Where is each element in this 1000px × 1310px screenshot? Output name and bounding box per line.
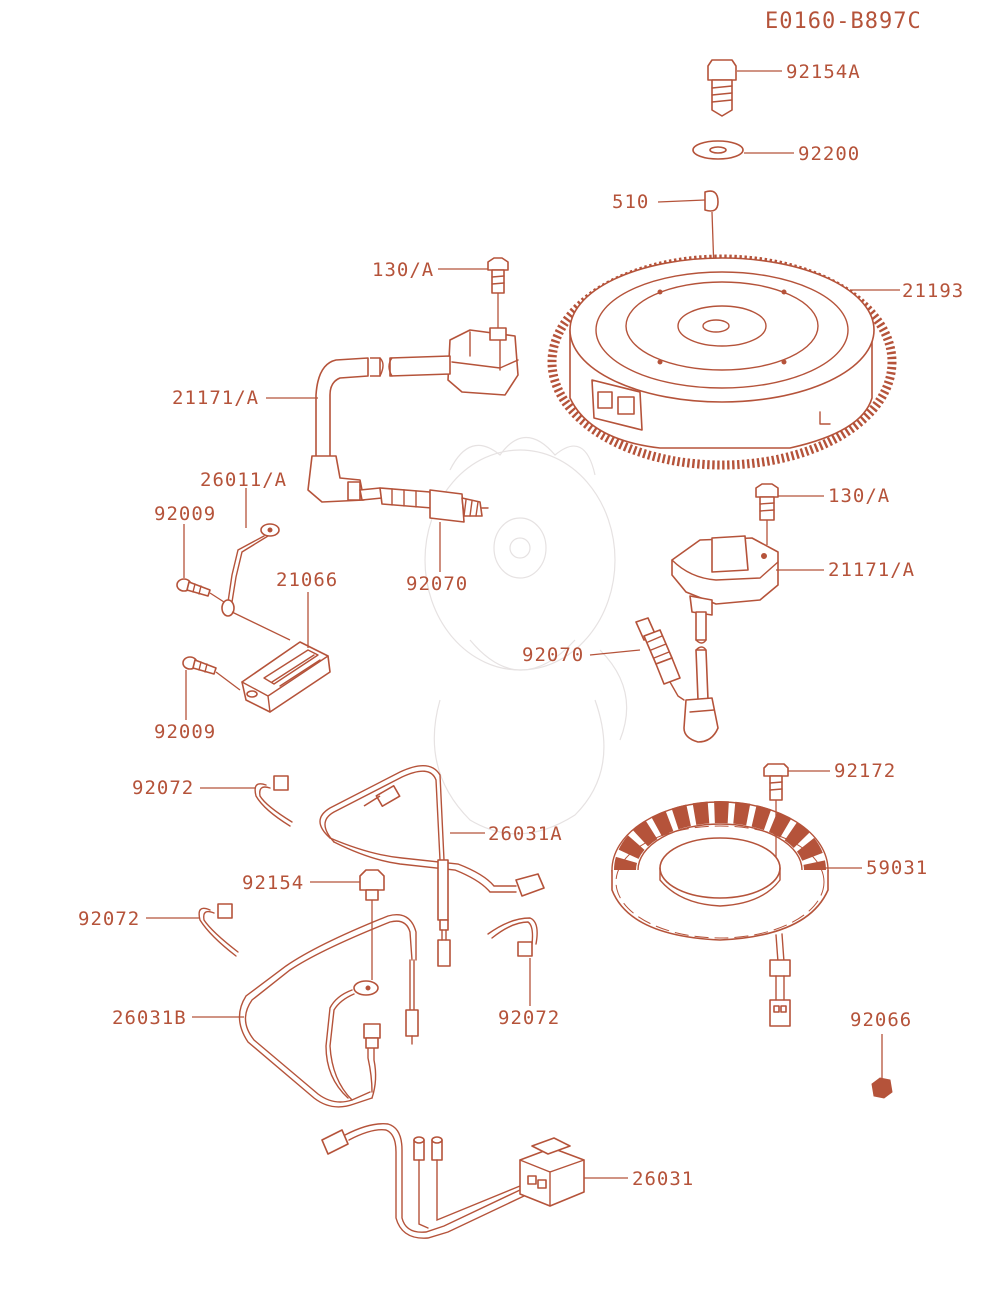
- bolt-92172-part: [763, 763, 789, 801]
- washer-part: [692, 140, 744, 160]
- spark-plug-right-part: [635, 617, 685, 701]
- callout-92070-right: 92070: [522, 644, 584, 666]
- bolt-92154A-part: [707, 59, 737, 117]
- callout-92009-bottom: 92009: [154, 721, 216, 743]
- callout-21193: 21193: [902, 280, 964, 302]
- callout-26031A: 26031A: [488, 823, 563, 845]
- callout-26011A: 26011/A: [200, 469, 287, 491]
- callout-92154A: 92154A: [786, 61, 861, 83]
- callout-92070-left: 92070: [406, 573, 468, 595]
- callout-21171A-right: 21171/A: [828, 559, 915, 581]
- callout-92009-top: 92009: [154, 503, 216, 525]
- spark-plug-left-part: [359, 487, 489, 523]
- callout-510: 510: [612, 191, 649, 213]
- stator-part: [611, 801, 829, 1027]
- bolt-130A-left-part: [487, 257, 509, 294]
- harness-26031A-part: [319, 765, 545, 967]
- callout-130A-right: 130/A: [828, 485, 890, 507]
- callout-92072-1: 92072: [132, 777, 194, 799]
- watermark-mascot: [424, 437, 628, 835]
- clamp-92072-2-part: [198, 903, 239, 957]
- screw-92009-top-part: [176, 578, 211, 597]
- callout-21171A-left: 21171/A: [172, 387, 259, 409]
- callout-59031: 59031: [866, 857, 928, 879]
- callout-92200: 92200: [798, 143, 860, 165]
- harness-26031-part: [321, 1123, 585, 1239]
- callout-130A-left: 130/A: [372, 259, 434, 281]
- key-part: [704, 190, 719, 212]
- callout-26031: 26031: [632, 1168, 694, 1190]
- clamp-92072-3-part: [487, 917, 538, 957]
- callout-92072-3: 92072: [498, 1007, 560, 1029]
- callout-92154: 92154: [242, 872, 304, 894]
- lead-wire-part: [221, 523, 280, 617]
- ignition-coil-left-part: [307, 327, 519, 503]
- bolt-130A-right-part: [755, 483, 779, 521]
- callout-26031B: 26031B: [112, 1007, 187, 1029]
- screw-92009-bottom-part: [182, 656, 217, 675]
- callout-92066: 92066: [850, 1009, 912, 1031]
- callout-92172: 92172: [834, 760, 896, 782]
- flywheel-part: [547, 254, 897, 470]
- harness-26031B-part: [238, 914, 419, 1108]
- diagram-code: E0160-B897C: [765, 9, 922, 34]
- clamp-92072-1-part: [254, 775, 293, 827]
- callout-21066: 21066: [276, 569, 338, 591]
- callout-92072-2: 92072: [78, 908, 140, 930]
- module-part: [241, 641, 331, 713]
- ignition-coil-right-part: [671, 535, 779, 743]
- bolt-92154-part: [359, 869, 385, 901]
- nut-part: [871, 1077, 893, 1099]
